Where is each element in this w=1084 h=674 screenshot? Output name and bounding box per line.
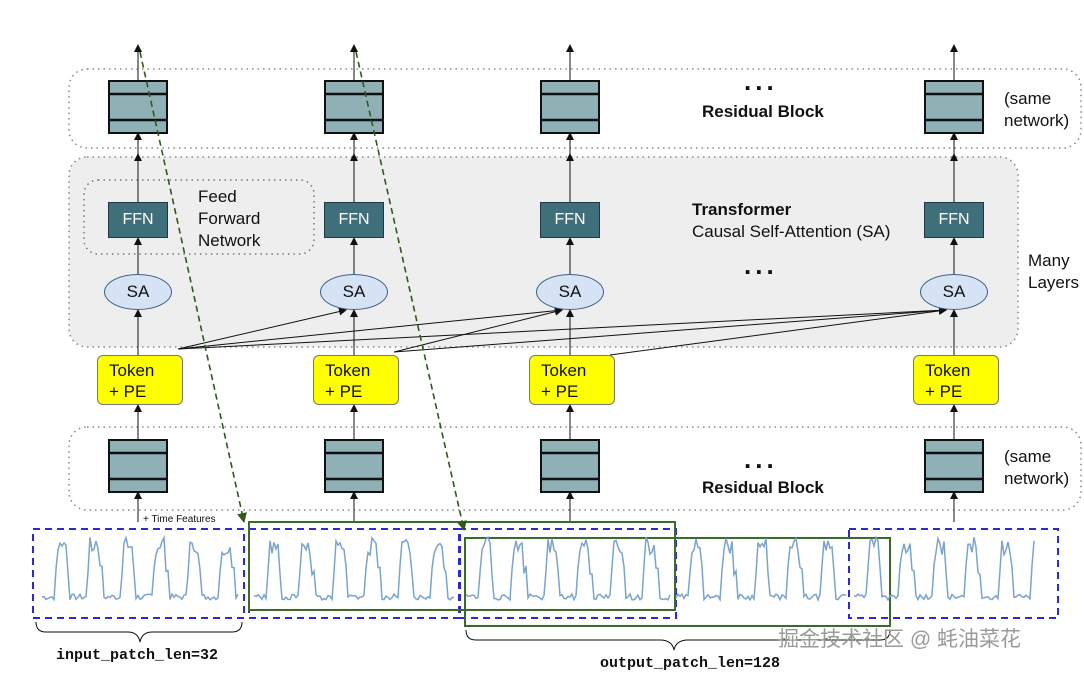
watermark: 掘金技术社区 @ 蚝油菜花	[778, 628, 1021, 651]
ellipsis-bottom: ...	[744, 444, 778, 474]
bottom-residual-block-3	[540, 439, 600, 493]
token-pe-1: Token+ PE	[97, 355, 183, 405]
sa-node-2: SA	[320, 274, 388, 310]
ffn-box-1: FFN	[108, 202, 168, 238]
series-segment-2	[253, 535, 455, 602]
input-patch-len-label: input_patch_len=32	[56, 647, 219, 664]
ffn-box-3: FFN	[540, 202, 600, 238]
sa-node-3: SA	[536, 274, 604, 310]
ellipsis-middle: ...	[744, 250, 778, 280]
sa-node-4: SA	[920, 274, 988, 310]
top-residual-block-1	[108, 80, 168, 134]
series-segment-4	[675, 536, 847, 603]
attention-1-to-4	[177, 306, 947, 350]
bottom-residual-block-2	[324, 439, 384, 493]
output-patch-1	[248, 521, 676, 611]
series-segment-5	[853, 535, 1035, 602]
sa-node-1: SA	[104, 274, 172, 310]
input-bracket	[35, 621, 243, 643]
ffn-box-2: FFN	[324, 202, 384, 238]
bottom-residual-label: Residual Block	[702, 478, 824, 497]
time-features-label: + Time Features	[143, 514, 216, 525]
series-segment-1	[41, 535, 239, 602]
attention-lines	[177, 306, 947, 356]
transformer-region	[68, 156, 1019, 348]
ellipsis-top: ...	[744, 66, 778, 96]
output-patch-2	[464, 537, 891, 627]
input-patch-3	[458, 528, 677, 619]
output-patch-len-label: output_patch_len=128	[600, 655, 781, 672]
bottom-residual-region	[68, 426, 1082, 511]
transformer-subtitle: Causal Self-Attention (SA)	[692, 222, 891, 241]
input-patch-4	[848, 528, 1059, 619]
input-patch-1	[32, 528, 245, 619]
top-residual-block-4	[924, 80, 984, 134]
token-pe-4: Token+ PE	[913, 355, 999, 405]
top-residual-label: Residual Block	[702, 102, 824, 121]
series-segment-3	[465, 535, 671, 602]
attention-1-to-3	[177, 306, 563, 350]
top-residual-region	[68, 68, 1082, 149]
top-residual-block-2	[324, 80, 384, 134]
ffn-box-4: FFN	[924, 202, 984, 238]
transformer-title: Transformer	[692, 200, 792, 219]
attention-1-to-2	[177, 307, 347, 350]
residual-blocks	[108, 80, 984, 493]
time-series	[41, 535, 1035, 603]
attention-3-to-4	[609, 306, 947, 356]
attention-2-to-4	[393, 306, 947, 353]
output-arrow-2	[355, 51, 467, 531]
top-residual-block-3	[540, 80, 600, 134]
bottom-residual-block-4	[924, 439, 984, 493]
token-pe-2: Token+ PE	[313, 355, 399, 405]
output-bracket	[465, 629, 891, 651]
bottom-residual-block-1	[108, 439, 168, 493]
output-arrow-1	[139, 51, 247, 523]
column-arrows	[134, 44, 958, 522]
token-pe-3: Token+ PE	[529, 355, 615, 405]
